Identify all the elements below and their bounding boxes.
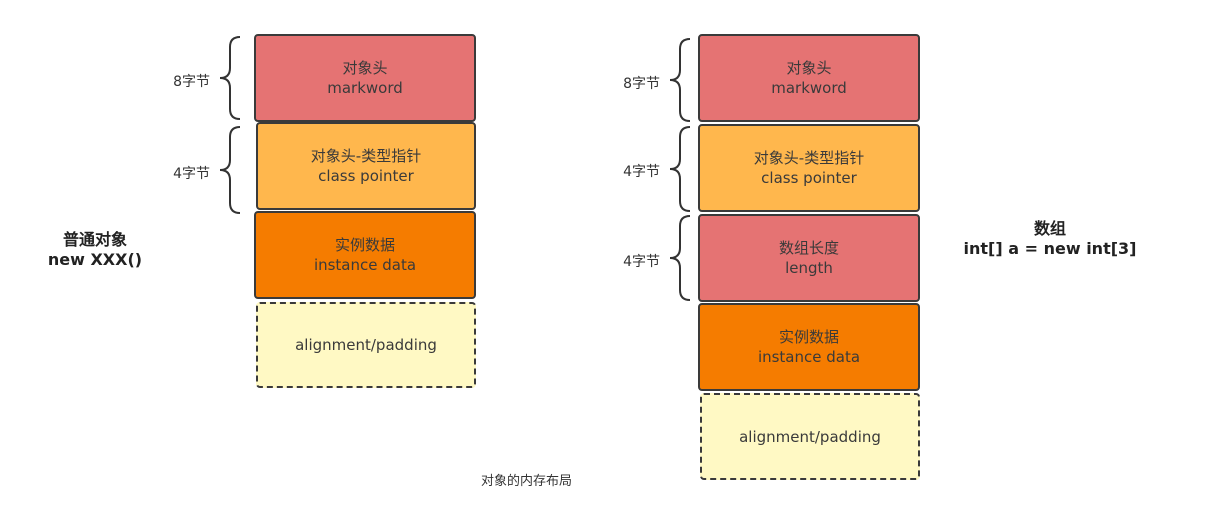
right-block-padding: alignment/padding bbox=[700, 393, 920, 480]
right-block-instance-data-line1: 实例数据 bbox=[778, 328, 839, 346]
left-title-line1: 普通对象 bbox=[62, 230, 127, 249]
left-block-markword-line2: markword bbox=[327, 79, 403, 97]
left-block-instance-data-line1: 实例数据 bbox=[334, 236, 395, 254]
right-title: 数组 int[] a = new int[3] bbox=[955, 219, 1145, 259]
right-brace-4b-icon bbox=[669, 215, 691, 301]
right-brace-8-icon bbox=[669, 38, 691, 122]
diagram-caption: 对象的内存布局 bbox=[481, 474, 573, 489]
left-block-instance-data: 实例数据 instance data bbox=[254, 211, 476, 299]
left-brace-8-icon bbox=[219, 36, 241, 120]
left-block-instance-data-line2: instance data bbox=[313, 256, 417, 274]
right-block-markword: 对象头 markword bbox=[698, 34, 920, 122]
left-block-padding: alignment/padding bbox=[256, 302, 476, 388]
right-block-class-pointer: 对象头-类型指针 class pointer bbox=[698, 124, 920, 212]
left-block-class-pointer-line1: 对象头-类型指针 bbox=[310, 147, 422, 165]
right-block-length: 数组长度 length bbox=[698, 214, 920, 302]
right-title-line1: 数组 bbox=[1033, 219, 1066, 238]
left-brace-label-4: 4字节 bbox=[173, 166, 210, 182]
left-brace-label-8: 8字节 bbox=[173, 74, 210, 90]
right-block-instance-data: 实例数据 instance data bbox=[698, 303, 920, 391]
left-block-markword: 对象头 markword bbox=[254, 34, 476, 122]
left-title-line2: new XXX() bbox=[47, 250, 143, 269]
right-block-length-line2: length bbox=[785, 259, 833, 277]
right-block-length-line1: 数组长度 bbox=[778, 239, 839, 257]
right-block-class-pointer-line2: class pointer bbox=[761, 169, 857, 187]
right-block-class-pointer-line1: 对象头-类型指针 bbox=[753, 149, 865, 167]
left-brace-4-icon bbox=[219, 126, 241, 214]
left-block-markword-line1: 对象头 bbox=[342, 59, 388, 77]
right-brace-label-4b: 4字节 bbox=[623, 254, 660, 270]
right-block-instance-data-line2: instance data bbox=[757, 348, 861, 366]
left-block-class-pointer: 对象头-类型指针 class pointer bbox=[256, 122, 476, 210]
left-block-class-pointer-line2: class pointer bbox=[318, 167, 414, 185]
right-title-line2: int[] a = new int[3] bbox=[963, 239, 1137, 258]
right-block-markword-line1: 对象头 bbox=[786, 59, 832, 77]
right-brace-label-4a: 4字节 bbox=[623, 164, 660, 180]
right-brace-label-8: 8字节 bbox=[623, 76, 660, 92]
left-block-padding-line1: alignment/padding bbox=[295, 336, 437, 354]
right-block-padding-line1: alignment/padding bbox=[739, 427, 881, 446]
left-title: 普通对象 new XXX() bbox=[20, 230, 170, 270]
right-block-markword-line2: markword bbox=[771, 79, 847, 97]
right-brace-4a-icon bbox=[669, 126, 691, 212]
